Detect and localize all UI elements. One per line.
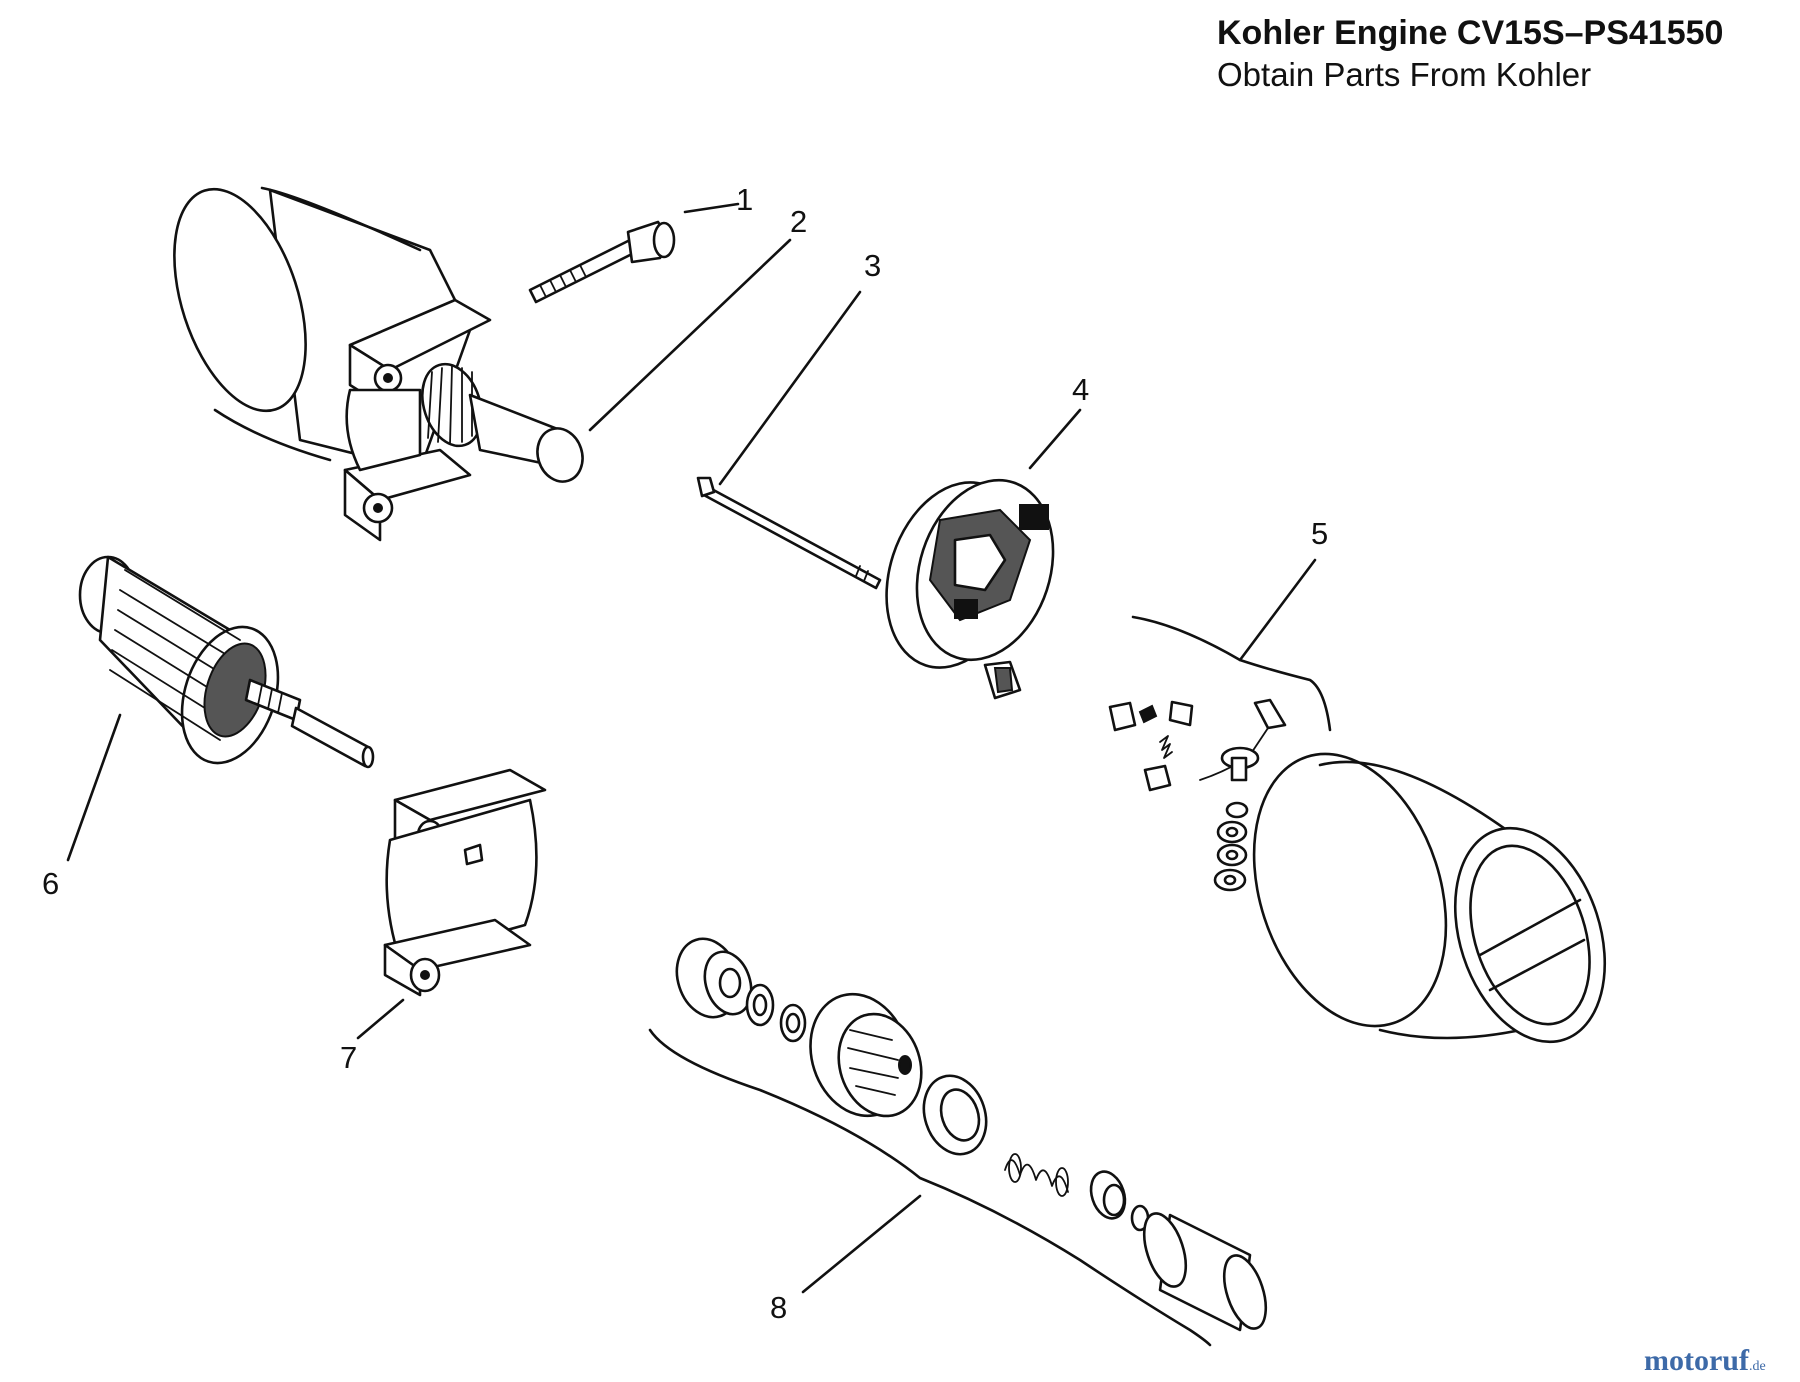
page-title: Kohler Engine CV15S–PS41550 <box>1217 14 1724 52</box>
tie-rod <box>696 476 882 590</box>
callout-2: 2 <box>790 204 808 239</box>
watermark-logo: motoruf.de <box>1644 1344 1766 1378</box>
callout-3: 3 <box>864 248 882 283</box>
brush-kit <box>1108 615 1332 892</box>
through-bolt <box>528 220 676 304</box>
armature <box>78 555 375 769</box>
leader-3 <box>718 290 862 486</box>
watermark-tld: .de <box>1748 1359 1766 1374</box>
leader-lines <box>66 202 1317 1294</box>
leader-1 <box>683 202 740 214</box>
watermark-brand: motoruf <box>1644 1344 1749 1377</box>
leader-8 <box>801 1194 922 1294</box>
callout-7: 7 <box>340 1040 358 1075</box>
callout-6: 6 <box>42 866 60 901</box>
motor-housing <box>1252 752 1607 1044</box>
callout-5: 5 <box>1311 516 1329 551</box>
callout-1: 1 <box>736 182 754 217</box>
pinion-drive-kit <box>648 937 1268 1347</box>
leader-6 <box>66 713 122 862</box>
leader-4 <box>1028 408 1082 470</box>
starter-motor-assembly <box>173 186 584 542</box>
drive-end-bracket <box>383 768 547 997</box>
callout-4: 4 <box>1072 372 1090 407</box>
brush-end-plate <box>885 478 1055 700</box>
leader-2 <box>588 238 792 432</box>
callout-8: 8 <box>770 1290 788 1325</box>
leader-7 <box>356 998 405 1040</box>
page-subtitle: Obtain Parts From Kohler <box>1217 56 1592 93</box>
leader-5 <box>1238 558 1317 662</box>
